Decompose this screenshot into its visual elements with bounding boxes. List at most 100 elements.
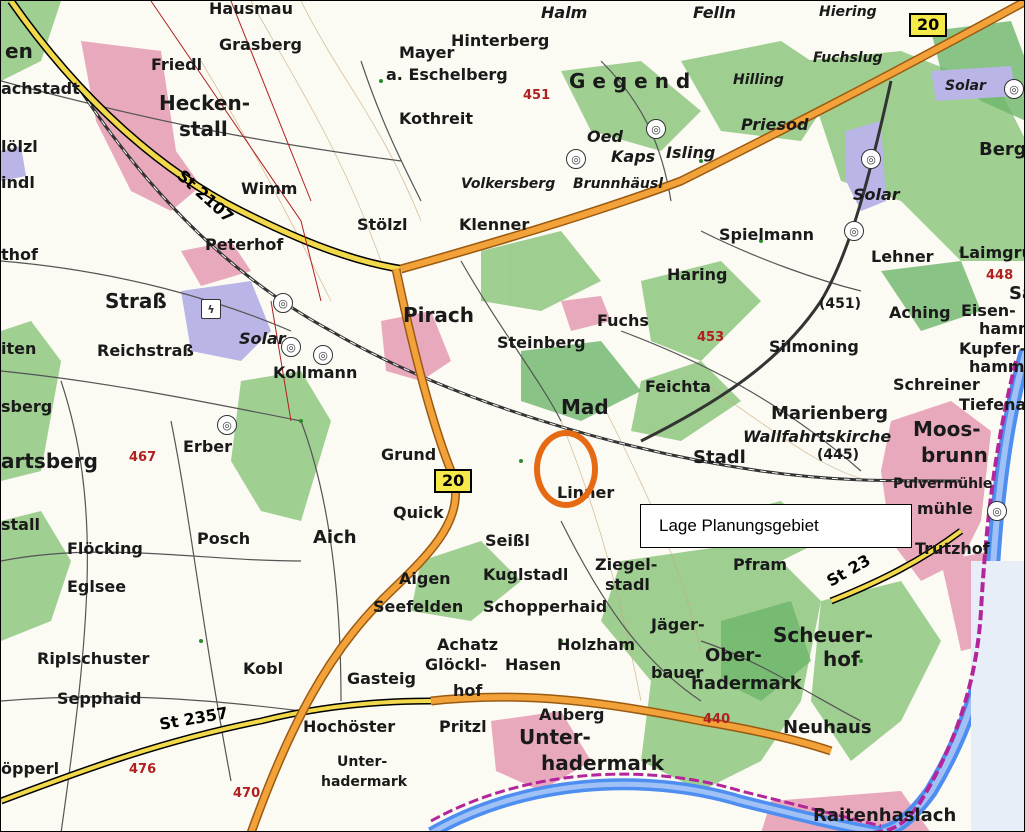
- place-label: Marienberg: [771, 403, 888, 424]
- elevation-445: (445): [817, 447, 860, 463]
- place-label: Silmoning: [769, 337, 859, 356]
- place-label: Hasen: [505, 655, 561, 674]
- place-label: Solar: [945, 78, 986, 94]
- place-label: Kobl: [243, 659, 284, 678]
- place-label: Haring: [667, 265, 728, 284]
- place-label: Stölzl: [357, 215, 408, 234]
- place-label: Kaps: [611, 147, 656, 166]
- place-label: Hiering: [819, 4, 877, 20]
- place-label: Halm: [541, 3, 588, 22]
- elevation-440: 440: [703, 712, 731, 727]
- place-label: Scheuer-: [773, 623, 874, 647]
- place-label: Kuglstadl: [483, 565, 569, 584]
- place-label: Felln: [693, 3, 736, 22]
- place-label: Seefelden: [373, 597, 464, 616]
- place-label: Mayer: [399, 43, 455, 62]
- place-label: Stadl: [693, 447, 746, 468]
- place-label: Hecken-: [159, 91, 251, 115]
- place-label: Schreiner: [893, 375, 980, 394]
- place-label: Fuchslug: [813, 50, 883, 66]
- place-label: Riplschuster: [37, 649, 150, 668]
- place-label: Solar: [853, 185, 900, 204]
- minor-roads: [1, 60, 862, 831]
- place-label: Grasberg: [219, 35, 302, 54]
- elevation-453: 453: [697, 330, 725, 345]
- wind-turbine-icon: ◎: [987, 501, 1007, 521]
- place-label: hadermark: [321, 774, 408, 790]
- place-label: Sä: [1009, 283, 1024, 304]
- place-label: Hochöster: [303, 717, 396, 736]
- power-station-icon: ϟ: [201, 299, 221, 319]
- place-label: Steinberg: [497, 333, 586, 352]
- wind-turbine-icon: ◎: [313, 345, 333, 365]
- place-label: Mad: [561, 395, 609, 419]
- place-label: Ziegel-: [595, 555, 658, 574]
- place-label: Klenner: [459, 215, 530, 234]
- place-label: Lehner: [871, 247, 934, 266]
- place-label: Posch: [197, 529, 251, 548]
- place-label: Peterhof: [205, 235, 284, 254]
- place-label: stall: [1, 515, 40, 534]
- place-label: Straß: [105, 289, 167, 313]
- place-label: Pritzl: [439, 717, 487, 736]
- place-label: Unter-: [519, 725, 591, 749]
- planning-area-marker[interactable]: [534, 430, 598, 508]
- railway-dashes: [80, 90, 962, 482]
- wind-turbine-icon: ◎: [217, 415, 237, 435]
- place-label: Hausmau: [209, 0, 293, 18]
- place-label: Trutzhof: [915, 539, 990, 558]
- place-label: Spielmann: [719, 225, 815, 244]
- elevation-467: 467: [129, 450, 157, 465]
- place-label: hadermark: [541, 751, 664, 775]
- state-border-south: [430, 772, 882, 828]
- place-label: Oed: [587, 127, 623, 146]
- elevation-470: 470: [233, 786, 261, 801]
- place-label: Sepphaid: [57, 689, 142, 708]
- place-label: Aching: [889, 303, 951, 322]
- place-label: Hilling: [733, 72, 784, 88]
- place-label: Friedl: [151, 55, 203, 74]
- elevation-451: 451: [523, 88, 551, 103]
- place-label: Solar: [239, 329, 286, 348]
- place-label: bauer: [651, 663, 704, 682]
- wind-turbine-icon: ◎: [273, 293, 293, 313]
- place-label: Volkersberg: [461, 176, 556, 192]
- elevation-448: 448: [986, 268, 1014, 283]
- place-label: Auberg: [539, 705, 605, 724]
- place-label: en: [5, 39, 33, 63]
- place-label: indl: [1, 173, 35, 192]
- place-label: Brunnhäusl: [573, 176, 663, 192]
- place-label: Gasteig: [347, 669, 416, 688]
- place-label: Achatz: [437, 635, 499, 654]
- place-label: Grund: [381, 445, 437, 464]
- elevation-451-bracket: (451): [819, 296, 862, 312]
- place-label: Laimgrub: [959, 243, 1024, 262]
- state-border: [860, 360, 1018, 831]
- place-label: Feichta: [645, 377, 711, 396]
- place-label: G e g e n d: [569, 69, 691, 93]
- place-label: artsberg: [1, 449, 98, 473]
- place-label: stadl: [605, 575, 650, 594]
- place-label: iten: [1, 339, 37, 358]
- wind-turbine-icon: ◎: [844, 221, 864, 241]
- place-label: stall: [179, 117, 228, 141]
- place-label: Fuchs: [597, 311, 649, 330]
- place-label: Neuhaus: [783, 717, 872, 738]
- place-label: Pirach: [403, 303, 474, 327]
- wind-turbine-icon: ◎: [1004, 79, 1024, 99]
- place-label: hof: [453, 681, 483, 700]
- place-label: Hinterberg: [451, 31, 550, 50]
- place-label: Eisen-: [961, 301, 1016, 320]
- main-road-b20: [246, 1, 1024, 831]
- place-label: hamm: [979, 319, 1024, 338]
- place-label: öpperl: [1, 759, 60, 778]
- place-label: achstadt: [1, 79, 80, 98]
- place-label: Kollmann: [273, 363, 358, 382]
- elevation-476: 476: [129, 762, 157, 777]
- road-shield-b20-mid: 20: [434, 469, 473, 493]
- solar-areas: [1, 66, 1016, 361]
- place-label: lölzl: [1, 137, 38, 156]
- place-label: thof: [1, 245, 38, 264]
- place-label: Pulvermühle: [893, 476, 993, 492]
